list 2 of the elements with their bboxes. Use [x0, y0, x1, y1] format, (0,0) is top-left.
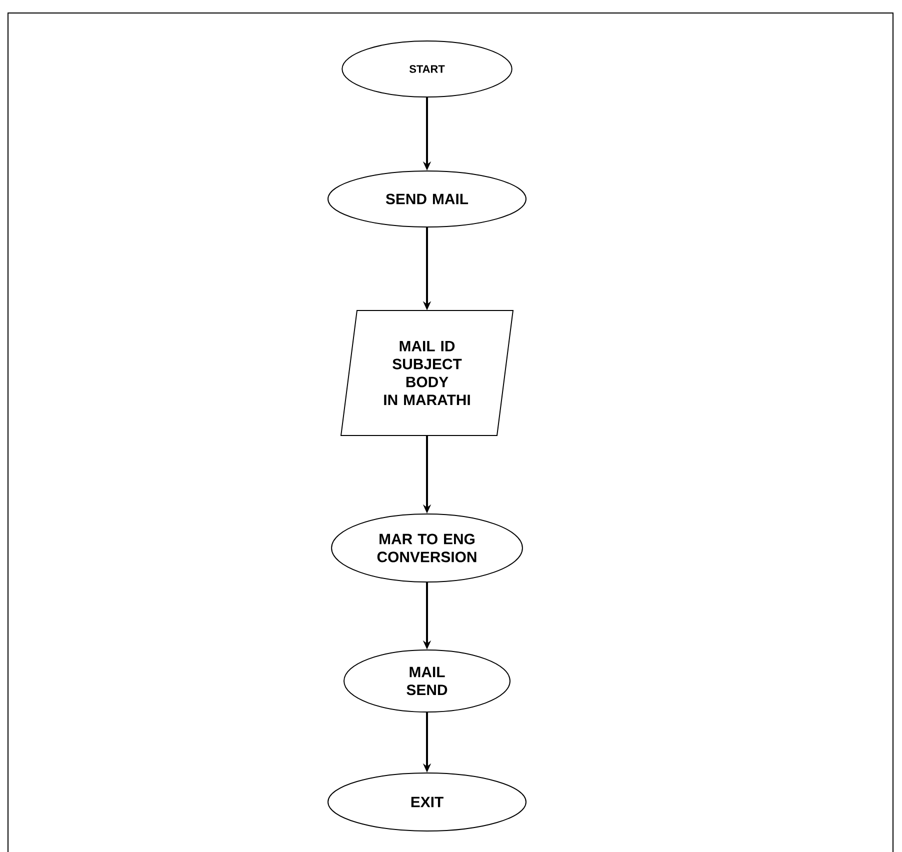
end-terminal: EXIT	[328, 772, 526, 832]
start-terminal: START	[342, 40, 512, 98]
